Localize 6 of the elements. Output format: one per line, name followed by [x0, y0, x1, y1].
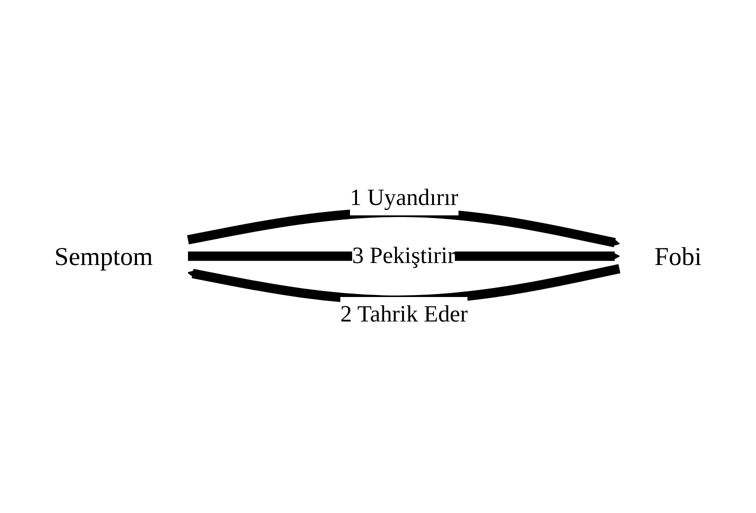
node-text: Semptom [54, 242, 153, 272]
edge-label: 1 Uyandırır [350, 185, 458, 212]
node-text: Fobi [654, 242, 702, 272]
arrow [187, 208, 620, 248]
edge-label: 2 Tahrik Eder [340, 302, 468, 328]
edge-label: 3 Pekiştirir [352, 244, 456, 270]
